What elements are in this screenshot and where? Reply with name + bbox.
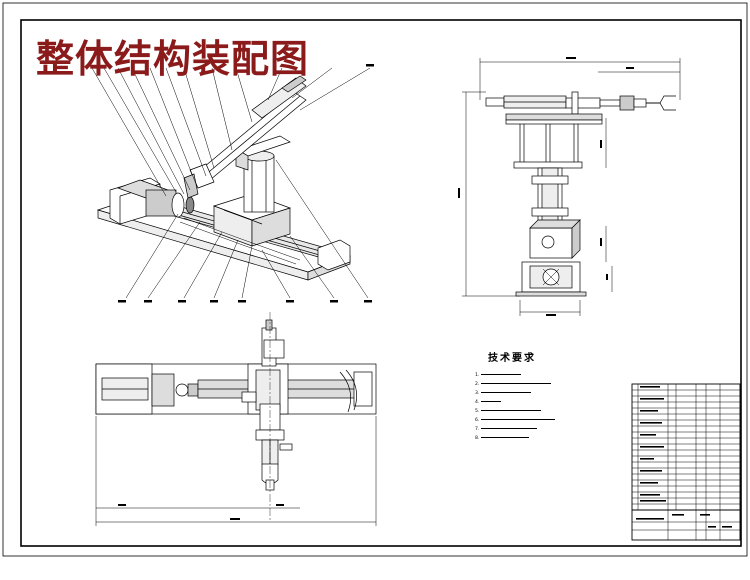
requirement-item: 1. [475, 371, 565, 380]
requirement-item: 2. [475, 380, 565, 389]
requirement-text-line [481, 418, 556, 421]
inner-frame [20, 19, 742, 547]
technical-requirements-list: 1. 2. 3. 4. 5. 6. 7. 8. [475, 371, 565, 443]
requirement-text-line [481, 400, 502, 403]
title-block [631, 383, 741, 541]
requirement-text-line [481, 409, 542, 412]
top-view [95, 312, 377, 526]
requirement-item: 6. [475, 416, 565, 425]
requirement-item: 7. [475, 425, 565, 434]
requirement-text-line [481, 391, 532, 394]
requirement-text-line [481, 382, 552, 385]
side-view [458, 57, 681, 316]
isometric-view [91, 64, 374, 303]
drawing-title: 整体结构装配图 [36, 36, 310, 81]
requirement-text-line [481, 373, 522, 376]
requirement-item: 3. [475, 389, 565, 398]
technical-requirements-heading: 技术要求 [488, 353, 536, 364]
requirement-item: 8. [475, 434, 565, 443]
outer-frame [2, 2, 748, 557]
requirement-item: 5. [475, 407, 565, 416]
requirement-text-line [481, 427, 538, 430]
requirement-item: 4. [475, 398, 565, 407]
requirement-text-line [481, 436, 530, 439]
